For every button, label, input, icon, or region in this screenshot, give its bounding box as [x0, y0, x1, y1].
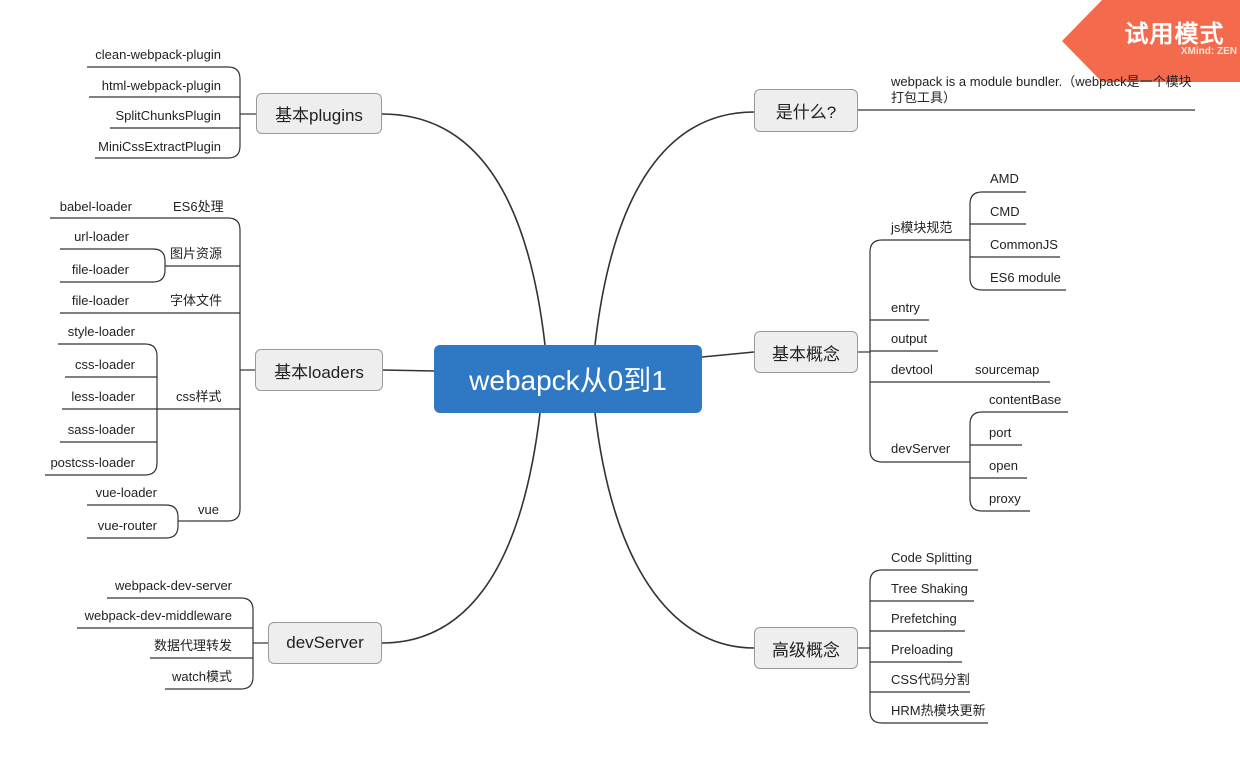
- topic-basic-plugins[interactable]: 基本plugins: [256, 93, 382, 134]
- subtopic-loader[interactable]: sass-loader: [67, 422, 135, 437]
- subtopic-advanced[interactable]: Preloading: [891, 642, 954, 657]
- subtopic-advanced[interactable]: Prefetching: [891, 611, 957, 626]
- subtopic-advanced[interactable]: HRM热模块更新: [891, 703, 986, 718]
- subtopic-loader-group[interactable]: 字体文件: [170, 293, 223, 308]
- subtopic-loader[interactable]: style-loader: [67, 324, 135, 339]
- subtopic-loader[interactable]: css-loader: [75, 357, 135, 372]
- subtopic-devserver-option[interactable]: contentBase: [989, 392, 1062, 407]
- topic-devserver-left[interactable]: devServer: [268, 622, 382, 664]
- subtopic-output[interactable]: output: [891, 331, 928, 346]
- topic-label: 高级概念: [772, 640, 840, 660]
- subtopic-js-module[interactable]: AMD: [990, 171, 1019, 186]
- subtopic-plugin[interactable]: clean-webpack-plugin: [95, 47, 221, 62]
- subtopic-loader[interactable]: vue-router: [97, 518, 157, 533]
- subtopic-loader-group[interactable]: vue: [198, 502, 219, 517]
- badge-shape-icon: [1062, 0, 1240, 82]
- subtopic-plugin[interactable]: MiniCssExtractPlugin: [98, 139, 221, 154]
- subtopic-devserver[interactable]: 数据代理转发: [153, 638, 232, 653]
- topic-label: 基本plugins: [275, 106, 363, 125]
- subtopic-advanced[interactable]: Code Splitting: [891, 550, 972, 565]
- subtopic-loader-group[interactable]: 图片资源: [170, 246, 223, 261]
- subtopic-advanced[interactable]: Tree Shaking: [891, 581, 968, 596]
- subtopic-devserver-option[interactable]: open: [989, 458, 1018, 473]
- subtopic-devserver[interactable]: watch模式: [172, 669, 232, 684]
- subtopic-devserver[interactable]: webpack-dev-middleware: [84, 608, 232, 623]
- subtopic-loader-group[interactable]: ES6处理: [173, 199, 224, 214]
- subtopic-loader[interactable]: file-loader: [71, 293, 129, 308]
- topic-label: 是什么?: [775, 103, 837, 122]
- topic-what-is[interactable]: 是什么?: [754, 89, 858, 132]
- subtopic-js-module[interactable]: ES6 module: [990, 270, 1061, 285]
- root-topic-label: webapck从0到1: [469, 365, 667, 396]
- subtopic-loader[interactable]: file-loader: [71, 262, 129, 277]
- subtopic-devserver[interactable]: webpack-dev-server: [114, 578, 232, 593]
- subtopic-loader[interactable]: postcss-loader: [50, 455, 135, 470]
- root-topic[interactable]: webapck从0到1: [434, 345, 702, 413]
- subtopic-js-module[interactable]: CMD: [990, 204, 1020, 219]
- subtopic-devserver-option[interactable]: proxy: [989, 491, 1021, 506]
- subtopic-js-modules[interactable]: js模块规范: [891, 220, 953, 235]
- subtopic-devserver-option[interactable]: port: [989, 425, 1012, 440]
- topic-label: devServer: [286, 633, 364, 652]
- topic-advanced-concepts[interactable]: 高级概念: [754, 627, 858, 669]
- subtopic-loader[interactable]: url-loader: [74, 229, 129, 244]
- subtopic-plugin[interactable]: html-webpack-plugin: [101, 78, 221, 93]
- subtopic-loader[interactable]: babel-loader: [59, 199, 132, 214]
- topic-basic-concepts[interactable]: 基本概念: [754, 331, 858, 373]
- subtopic-advanced[interactable]: CSS代码分割: [891, 672, 970, 687]
- xmind-zen-label: XMind: ZEN: [1180, 46, 1237, 57]
- topic-label: 基本概念: [772, 344, 840, 364]
- subtopic-what-description[interactable]: webpack is a module bundler.（webpack是一个模…: [891, 74, 1192, 105]
- subtopic-js-module[interactable]: CommonJS: [990, 237, 1058, 252]
- subtopic-entry[interactable]: entry: [891, 300, 920, 315]
- subtopic-loader[interactable]: vue-loader: [95, 485, 157, 500]
- topic-label: 基本loaders: [274, 362, 364, 382]
- trial-mode-badge[interactable]: 试用模式 XMind: ZEN: [1062, 0, 1240, 82]
- subtopic-sourcemap[interactable]: sourcemap: [975, 362, 1040, 377]
- subtopic-plugin[interactable]: SplitChunksPlugin: [115, 108, 221, 123]
- topic-basic-loaders[interactable]: 基本loaders: [255, 349, 383, 391]
- subtopic-loader-group[interactable]: css样式: [176, 389, 222, 404]
- subtopic-devtool[interactable]: devtool: [891, 362, 933, 377]
- trial-mode-title: 试用模式: [1124, 21, 1225, 48]
- subtopic-loader[interactable]: less-loader: [71, 389, 135, 404]
- subtopic-devserver-right[interactable]: devServer: [891, 441, 951, 456]
